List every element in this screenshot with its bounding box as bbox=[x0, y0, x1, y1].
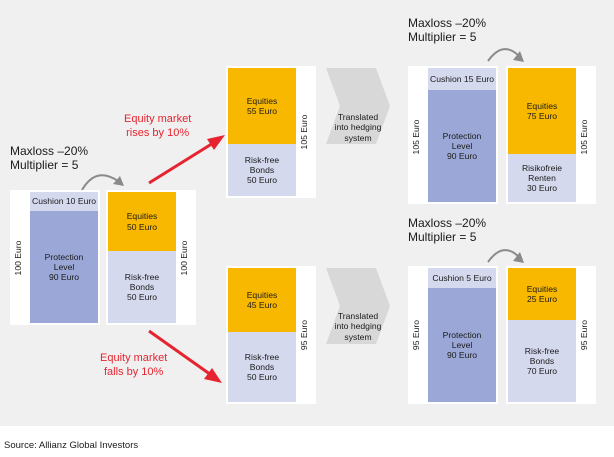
up-multiplier: Multiplier = 5 bbox=[408, 30, 477, 44]
down-after-right-total: 95 Euro bbox=[579, 319, 589, 351]
left-bonds: Risk-free Bonds 50 Euro bbox=[108, 251, 176, 323]
down-maxloss: Maxloss –20% bbox=[408, 216, 487, 230]
left-maxloss: Maxloss –20% bbox=[10, 144, 89, 158]
red-arrow-down-head bbox=[204, 368, 222, 383]
down-equities-after: Equities 25 Euro bbox=[508, 268, 576, 320]
left-protection-level: Protection Level 90 Euro bbox=[30, 211, 98, 323]
market-falls-label: Equity market falls by 10% bbox=[100, 352, 168, 378]
down-cushion: Cushion 5 Euro bbox=[428, 268, 496, 288]
curved-arrow-left-head bbox=[113, 176, 124, 186]
curved-arrow-left bbox=[81, 174, 119, 191]
red-arrow-up-line bbox=[148, 138, 219, 185]
down-total-label: 95 Euro bbox=[299, 319, 309, 351]
left-total-label: 100 Euro bbox=[13, 240, 23, 276]
up-equities-after: Equities 75 Euro bbox=[508, 68, 576, 154]
down-hedge-text: Translated into hedging system bbox=[334, 311, 382, 342]
up-equities: Equities 55 Euro bbox=[228, 68, 296, 144]
down-bonds-after: Risk-free Bonds 70 Euro bbox=[508, 320, 576, 402]
down-protection-level: Protection Level 90 Euro bbox=[428, 288, 496, 402]
red-arrow-up-head bbox=[207, 135, 225, 150]
curved-arrow-bottom-right bbox=[487, 249, 520, 263]
up-total-label: 105 Euro bbox=[299, 114, 309, 150]
left-equities: Equities 50 Euro bbox=[108, 192, 176, 251]
market-rises-label: Equity market rises by 10% bbox=[124, 113, 192, 139]
curved-arrow-top-right-head bbox=[513, 51, 524, 62]
up-after-left-total: 105 Euro bbox=[411, 119, 421, 155]
down-bonds: Risk-free Bonds 50 Euro bbox=[228, 332, 296, 402]
up-bonds-after: Risikofreie Renten 30 Euro bbox=[508, 154, 576, 202]
hedge-arrow-bottom bbox=[326, 268, 390, 344]
down-after-left-total: 95 Euro bbox=[411, 319, 421, 351]
left-allocation-total-label: 100 Euro bbox=[179, 240, 189, 276]
source-caption: Source: Allianz Global Investors bbox=[4, 440, 139, 451]
up-maxloss: Maxloss –20% bbox=[408, 16, 487, 30]
hedge-arrow-top bbox=[326, 68, 390, 144]
up-cushion: Cushion 15 Euro bbox=[428, 68, 496, 90]
up-after-right-total: 105 Euro bbox=[579, 119, 589, 155]
down-equities: Equities 45 Euro bbox=[228, 268, 296, 332]
up-protection-level: Protection Level 90 Euro bbox=[428, 90, 496, 202]
curved-arrow-bottom-right-head bbox=[513, 252, 524, 263]
red-arrow-down-line bbox=[148, 329, 215, 379]
up-hedge-text: Translated into hedging system bbox=[334, 112, 382, 143]
left-cushion: Cushion 10 Euro bbox=[30, 192, 98, 211]
up-bonds: Risk-free Bonds 50 Euro bbox=[228, 144, 296, 196]
down-multiplier: Multiplier = 5 bbox=[408, 230, 477, 244]
left-multiplier: Multiplier = 5 bbox=[10, 158, 79, 172]
curved-arrow-top-right bbox=[487, 48, 520, 62]
